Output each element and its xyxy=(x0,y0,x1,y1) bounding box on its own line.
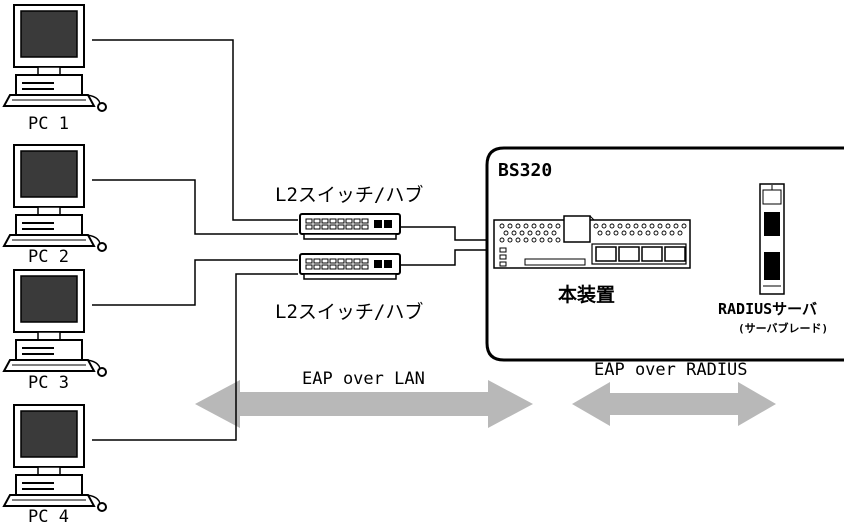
l2-switch-1-label: L2スイッチ/ハブ xyxy=(275,184,424,206)
pc-3-icon xyxy=(3,269,107,377)
pc-2-icon xyxy=(3,144,107,252)
main-unit-label: 本装置 xyxy=(558,284,616,306)
eap-over-lan-label: EAP over LAN xyxy=(302,369,425,389)
pc-1-label: PC 1 xyxy=(28,114,69,134)
pc-4-label: PC 4 xyxy=(28,507,69,527)
pc-1-icon xyxy=(3,4,107,112)
eap-over-lan-arrow xyxy=(195,380,533,428)
eap-over-radius-arrow xyxy=(572,382,776,426)
eap-over-radius-label: EAP over RADIUS xyxy=(594,360,748,380)
pc-3-label: PC 3 xyxy=(28,373,69,393)
radius-server-sublabel: (サーバブレード) xyxy=(738,322,829,335)
bs320-label: BS320 xyxy=(498,160,553,181)
network-cables xyxy=(92,39,760,441)
pc-4-icon xyxy=(3,404,107,512)
l2-switch-2-label: L2スイッチ/ハブ xyxy=(275,301,424,323)
radius-server-blade-icon xyxy=(759,183,785,295)
l2-switch-1-icon xyxy=(299,213,401,240)
pc-2-label: PC 2 xyxy=(28,247,69,267)
main-unit-icon xyxy=(493,215,691,269)
radius-server-label: RADIUSサーバ xyxy=(718,300,818,318)
l2-switch-2-icon xyxy=(299,253,401,280)
